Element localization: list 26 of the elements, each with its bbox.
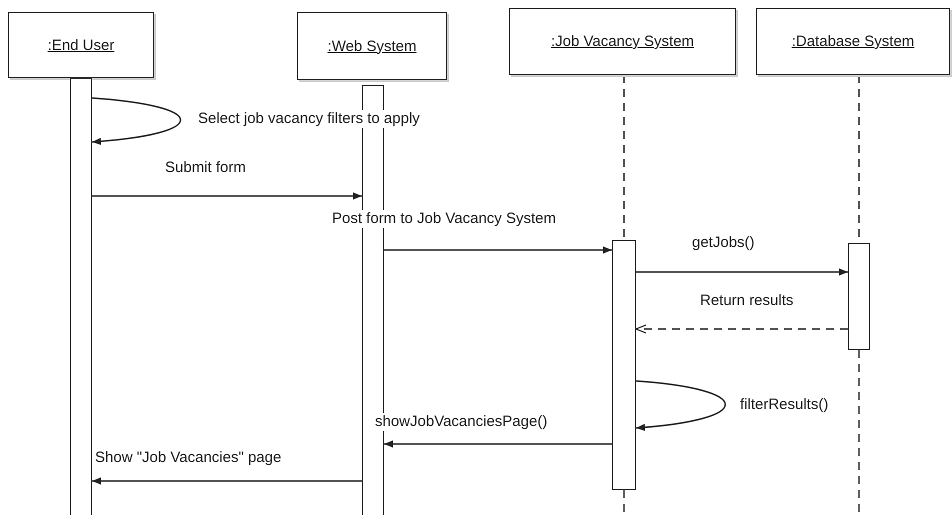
- object-name: :End User: [48, 36, 114, 54]
- object-name: :Web System: [328, 38, 416, 54]
- message-arrow: [635, 324, 848, 334]
- message-arrow: [636, 380, 726, 431]
- message-label: getJobs(): [690, 234, 757, 252]
- message-arrow: [636, 268, 848, 276]
- message-arrow: [384, 246, 612, 254]
- lifeline-header: [297, 12, 447, 80]
- object-name: :Job Vacancy System: [550, 33, 694, 50]
- activation-bar: [70, 78, 92, 515]
- message-label: Post form to Job Vacancy System: [330, 210, 558, 228]
- activation-bar: [612, 240, 636, 490]
- message-label: showJobVacanciesPage(): [373, 413, 550, 431]
- message-arrow: [92, 192, 362, 200]
- message-label: filterResults(): [738, 396, 830, 414]
- message-label: Select job vacancy filters to apply: [196, 110, 422, 128]
- message-label: Show "Job Vacancies" page: [93, 449, 284, 467]
- lifeline-header: [8, 12, 154, 78]
- message-arrow: [92, 97, 181, 145]
- lifeline: [623, 75, 625, 240]
- lifeline-header: [756, 8, 950, 75]
- activation-bar: [848, 243, 870, 350]
- lifeline-header: [509, 8, 736, 75]
- message-arrow: [384, 440, 612, 448]
- message-arrow: [92, 477, 362, 485]
- object-name: :Database System: [792, 33, 914, 50]
